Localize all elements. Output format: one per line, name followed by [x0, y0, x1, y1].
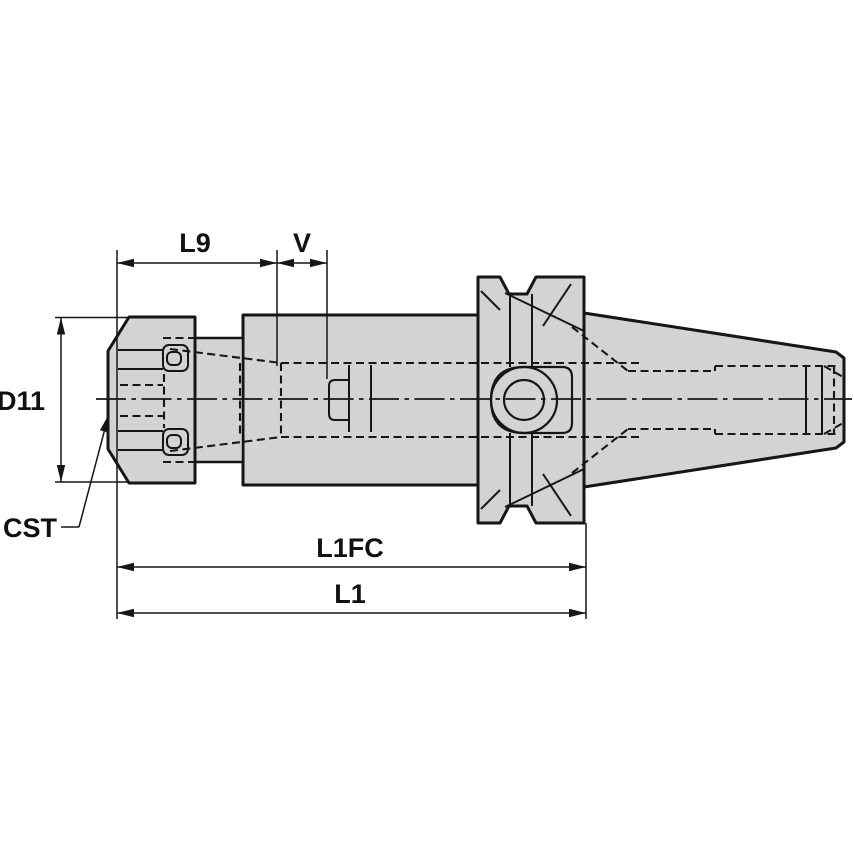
collet-hidden-lines: [120, 336, 283, 464]
body-cylinder: [241, 313, 480, 487]
dimension-system: [55, 250, 587, 619]
arrowhead: [117, 608, 134, 618]
arrowhead: [310, 258, 327, 268]
arrowhead: [56, 465, 66, 482]
hidden-lines: [120, 326, 844, 474]
part-silhouette: [106, 275, 846, 525]
extension-lines: [55, 250, 587, 619]
internal-details: [118, 283, 823, 517]
bore-hidden-lines: [281, 326, 844, 474]
arrowhead: [260, 258, 277, 268]
collet-slot-bottom: [162, 428, 189, 456]
label-l9: L9: [179, 228, 211, 258]
collet-nut: [106, 315, 197, 485]
label-l1: L1: [334, 579, 366, 609]
ball-hole-outer: [489, 365, 559, 435]
nut-notch-lines: [118, 349, 163, 451]
arrowhead: [569, 608, 586, 618]
flange-groove-edges: [509, 294, 533, 506]
collet-slot-end-top: [166, 351, 182, 366]
label-v: V: [293, 228, 311, 258]
cst-leader-line: [61, 418, 109, 528]
cst-leader-arrowhead: [99, 414, 109, 433]
collet-slot-top: [162, 344, 189, 372]
label-d11: D11: [0, 386, 45, 416]
label-cst: CST: [3, 513, 58, 543]
arrowhead: [569, 562, 586, 572]
ball-hole-inner: [502, 378, 546, 422]
shank-thread-lines: [805, 366, 823, 434]
drive-slot-diagonals: [480, 283, 585, 517]
arrowhead: [117, 562, 134, 572]
dimension-labels: L9 V D11 CST L1FC L1: [0, 228, 384, 609]
label-l1fc: L1FC: [316, 533, 384, 563]
arrowhead: [56, 317, 66, 335]
taper-shank: [582, 311, 846, 489]
arrowhead: [277, 258, 294, 268]
collet-slot-end-bottom: [166, 434, 182, 449]
set-screw-clip: [328, 379, 349, 421]
arrowhead: [117, 258, 134, 268]
dimension-arrows: [56, 258, 586, 618]
